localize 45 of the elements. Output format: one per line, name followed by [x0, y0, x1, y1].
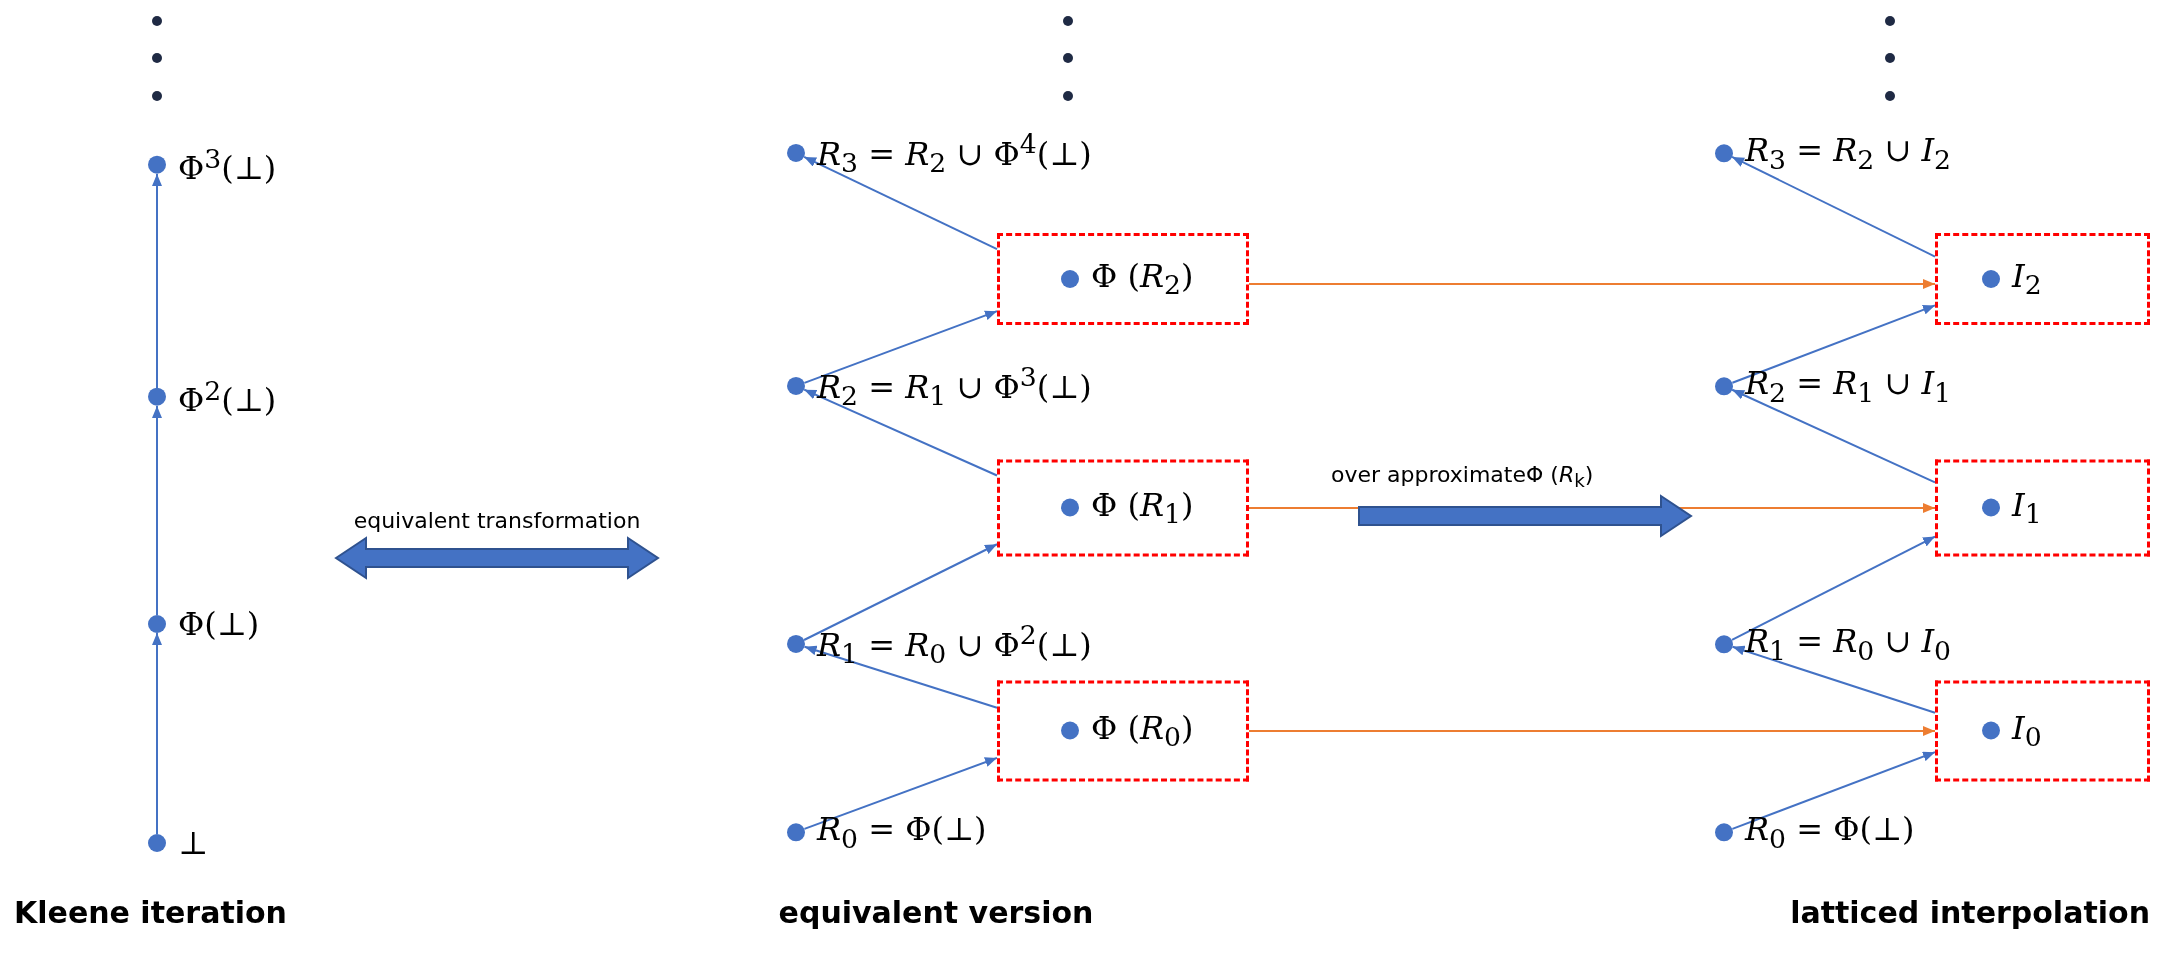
- math-label: R$_{0}$ = Φ(⊥): [817, 810, 987, 854]
- math-label: R$_{3}$ = R$_{2}$ ∪ Φ$^{4}$(⊥): [817, 128, 1092, 178]
- column-title: latticed interpolation: [1790, 895, 2150, 930]
- arrow: [1731, 388, 1936, 484]
- math-label: Φ$^{3}$(⊥): [178, 142, 277, 188]
- arrow-label: over approximateΦ (R$_{k}$): [1331, 462, 1594, 492]
- math-label: Φ (R$_{0}$): [1091, 708, 1194, 753]
- math-label: R$_{2}$ = R$_{1}$ ∪ I$_{1}$: [1745, 364, 1952, 408]
- arrow: [152, 173, 162, 389]
- dashed-box: [997, 233, 1249, 325]
- arrow: [1731, 155, 1936, 258]
- arrow: [1731, 304, 1936, 384]
- math-label: R$_{0}$ = Φ(⊥): [1745, 810, 1915, 854]
- math-label: I$_{1}$: [2012, 485, 2042, 530]
- math-label: R$_{2}$ = R$_{1}$ ∪ Φ$^{3}$(⊥): [817, 361, 1092, 411]
- arrow: [1731, 751, 1936, 830]
- math-label: Φ(⊥): [178, 605, 260, 643]
- arrow: [803, 310, 998, 384]
- math-label: R$_{3}$ = R$_{2}$ ∪ I$_{2}$: [1745, 131, 1952, 175]
- arrow-label: equivalent transformation: [353, 508, 641, 533]
- dashed-box: [1935, 680, 2150, 781]
- math-label: ⊥: [178, 824, 209, 862]
- dashed-box: [997, 459, 1249, 556]
- arrow: [1248, 279, 1936, 289]
- arrow: [803, 645, 998, 709]
- arrow: [152, 632, 162, 835]
- arrow: [1731, 645, 1936, 714]
- arrow: [803, 543, 998, 641]
- arrow: [803, 155, 998, 251]
- arrow: [1248, 726, 1936, 736]
- dashed-box: [1935, 233, 2150, 325]
- dashed-box: [997, 680, 1249, 781]
- arrow: [152, 405, 162, 616]
- arrow: [1731, 535, 1936, 641]
- column-title: equivalent version: [778, 895, 1094, 930]
- math-label: Φ$^{2}$(⊥): [178, 374, 277, 420]
- math-label: Φ (R$_{1}$): [1091, 485, 1194, 530]
- math-label: I$_{2}$: [2012, 257, 2042, 301]
- arrow: [803, 756, 998, 830]
- math-label: R$_{1}$ = R$_{0}$ ∪ I$_{0}$: [1745, 622, 1952, 666]
- arrow: [803, 388, 998, 477]
- math-label: Φ (R$_{2}$): [1091, 257, 1194, 301]
- column-title: Kleene iteration: [14, 895, 287, 930]
- math-label: I$_{0}$: [2012, 708, 2042, 753]
- dashed-box: [1935, 459, 2150, 556]
